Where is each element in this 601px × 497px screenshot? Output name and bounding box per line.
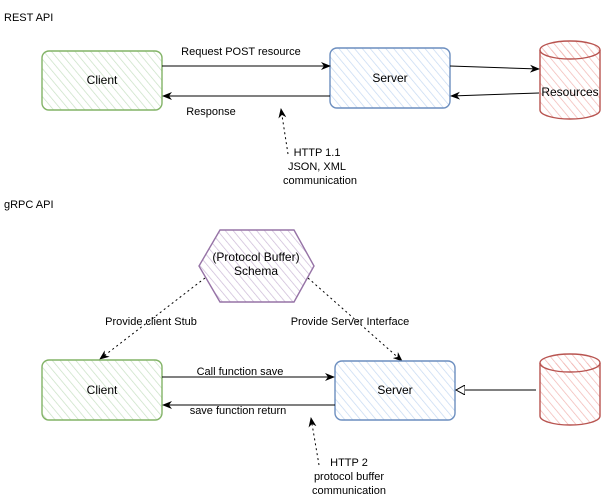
rest-server-box[interactable]: Server: [329, 47, 451, 109]
schema-hexagon[interactable]: (Protocol Buffer) Schema: [198, 229, 315, 303]
client-stub-arrow: [99, 277, 206, 360]
rest-protocol-note: HTTP 1.1 JSON, XML communication: [283, 147, 357, 187]
rest-protocol-line: JSON, XML: [288, 161, 346, 173]
grpc-section-title: gRPC API: [4, 199, 54, 211]
schema-label-line: (Protocol Buffer): [212, 250, 299, 264]
grpc-client-box[interactable]: Client: [41, 359, 163, 421]
rest-response-label: Response: [186, 106, 236, 118]
rest-protocol-line: HTTP 1.1: [294, 147, 341, 159]
rest-protocol-line: communication: [283, 175, 357, 187]
rest-resources-label: Resources: [541, 85, 598, 99]
grpc-server-box[interactable]: Server: [334, 360, 456, 421]
grpc-server-label: Server: [377, 383, 412, 397]
function-return-label: save function return: [190, 405, 287, 417]
grpc-protocol-line: HTTP 2: [330, 457, 368, 469]
rest-protocol-pointer: [278, 108, 289, 155]
rest-request-label: Request POST resource: [181, 46, 301, 58]
client-stub-label: Provide client Stub: [105, 316, 197, 328]
grpc-database[interactable]: [539, 353, 601, 426]
server-interface-arrow: [307, 277, 403, 362]
rest-client-label: Client: [87, 73, 118, 87]
grpc-protocol-pointer: [308, 417, 320, 466]
rest-client-box[interactable]: Client: [41, 50, 163, 111]
schema-label-line: Schema: [234, 264, 278, 278]
grpc-client-label: Client: [87, 383, 118, 397]
rest-server-label: Server: [372, 71, 407, 85]
rest-resources-database[interactable]: Resources: [539, 40, 601, 120]
grpc-protocol-line: protocol buffer: [314, 471, 384, 483]
resources-to-server-arrow: [450, 91, 540, 100]
server-interface-label: Provide Server Interface: [291, 316, 410, 328]
rest-section-title: REST API: [4, 12, 53, 24]
grpc-protocol-line: communication: [312, 485, 386, 497]
server-to-resources-arrow: [449, 64, 540, 73]
grpc-protocol-note: HTTP 2 protocol buffer communication: [312, 457, 386, 497]
call-function-label: Call function save: [197, 366, 284, 378]
